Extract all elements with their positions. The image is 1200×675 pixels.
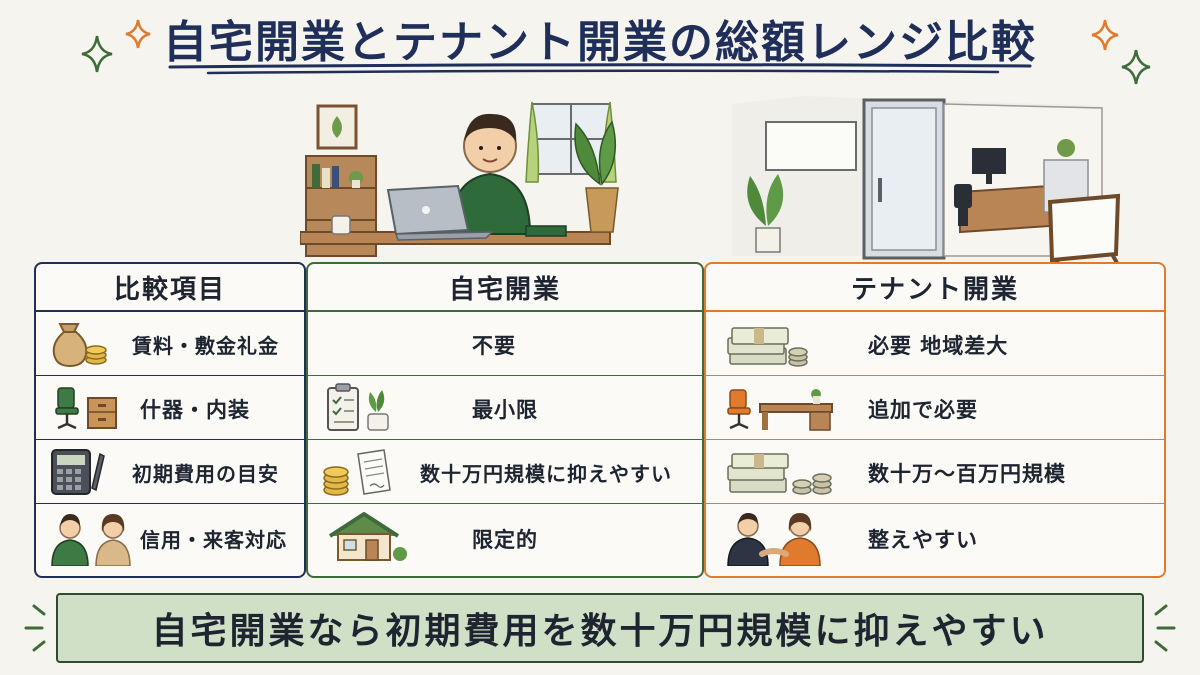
home-value: 不要 [472, 334, 516, 358]
cash-stack-icon [727, 327, 808, 367]
header-tenant: テナント開業 [706, 264, 1164, 312]
table-row: 整えやすい [706, 504, 1164, 568]
column-tenant: テナント開業 必要 地域差大 [704, 262, 1166, 578]
home-office-illustration [300, 84, 620, 264]
table-row: 初期費用の目安 [36, 440, 304, 504]
home-value: 数十万円規模に抑えやすい [420, 462, 672, 486]
clipboard-icon [327, 383, 389, 431]
table-row: 不要 [308, 312, 702, 376]
column-items: 比較項目 賃料・敷金礼金 什器・内装 [34, 262, 306, 578]
table-row: 追加で必要 [706, 376, 1164, 440]
office-chair-icon [55, 387, 117, 430]
money-bag-icon [52, 323, 107, 368]
row-item-label: 初期費用の目安 [132, 462, 279, 486]
desk-icon [727, 389, 833, 431]
tenant-office-illustration [732, 96, 1124, 274]
table-row: 限定的 [308, 504, 702, 568]
emphasis-lines-icon [24, 604, 46, 652]
sparkle-icon [1121, 49, 1151, 85]
people-icon [51, 514, 131, 566]
row-item-label: 賃料・敷金礼金 [132, 334, 279, 358]
cash-stack-icon [727, 453, 832, 495]
table-row: 数十万円規模に抑えやすい [308, 440, 702, 504]
tenant-value: 必要 地域差大 [868, 334, 1009, 358]
header-home: 自宅開業 [308, 264, 702, 312]
table-row: 賃料・敷金礼金 [36, 312, 304, 376]
tenant-value: 数十万～百万円規模 [868, 462, 1066, 486]
header-items: 比較項目 [36, 264, 304, 312]
tenant-value: 追加で必要 [868, 398, 978, 422]
column-home: 自宅開業 不要 最小限 [306, 262, 704, 578]
sparkle-icon [1091, 19, 1119, 51]
table-row: 最小限 [308, 376, 702, 440]
handshake-icon [727, 513, 821, 566]
tenant-value: 整えやすい [868, 528, 978, 552]
home-value: 最小限 [472, 398, 538, 422]
summary-banner: 自宅開業なら初期費用を数十万円規模に抑えやすい [56, 593, 1144, 663]
sparkle-icon [125, 19, 151, 49]
table-row: 什器・内装 [36, 376, 304, 440]
row-item-label: 信用・来客対応 [140, 528, 287, 552]
table-row: 必要 地域差大 [706, 312, 1164, 376]
home-value: 限定的 [472, 528, 538, 552]
calculator-icon [51, 449, 105, 495]
coins-document-icon [323, 449, 391, 496]
table-row: 数十万～百万円規模 [706, 440, 1164, 504]
emphasis-lines-icon [1154, 604, 1176, 652]
page-title: 自宅開業とテナント開業の総額レンジ比較 [163, 17, 1037, 68]
house-icon [328, 512, 407, 561]
title-underline [168, 63, 1032, 75]
table-row: 信用・来客対応 [36, 504, 304, 568]
sparkle-icon [81, 35, 113, 73]
comparison-table: 比較項目 賃料・敷金礼金 什器・内装 [34, 262, 1166, 578]
row-item-label: 什器・内装 [140, 398, 250, 422]
